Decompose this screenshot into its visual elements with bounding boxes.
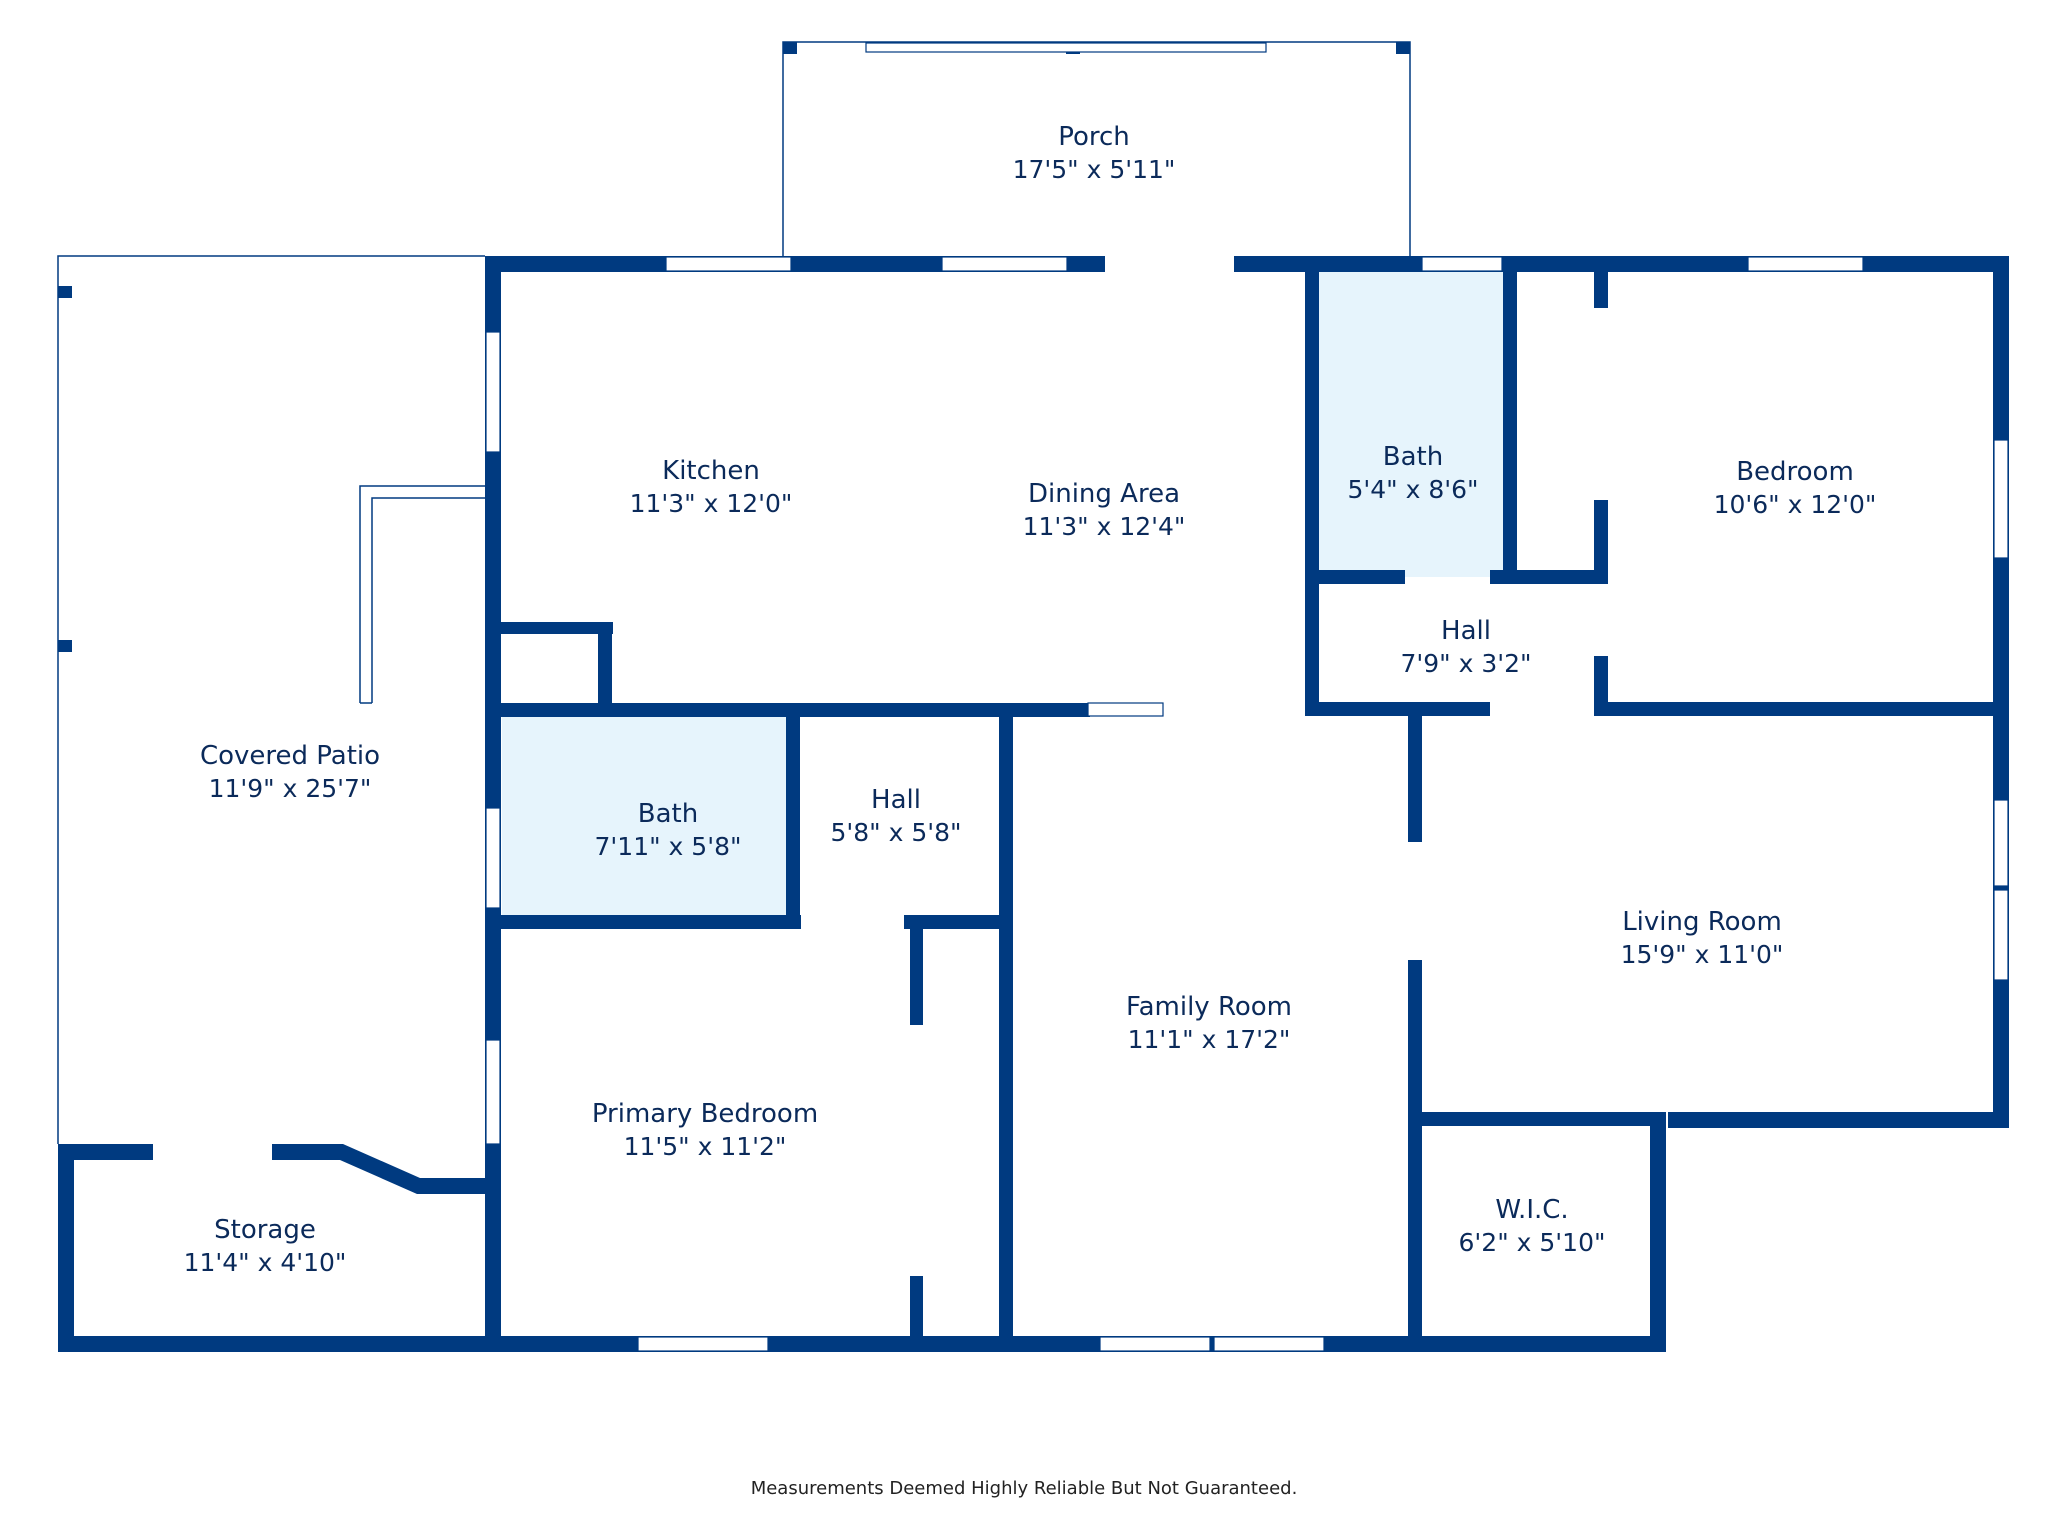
- room-name-bath-upper: Bath: [1383, 442, 1443, 472]
- patio-outline: [57, 255, 485, 1144]
- bath-fill-upper: [1318, 271, 1515, 577]
- porch-outline: [782, 41, 1411, 256]
- disclaimer-text: Measurements Deemed Highly Reliable But …: [750, 1478, 1298, 1499]
- room-dims-bedroom: 10'6" x 12'0": [1714, 490, 1877, 519]
- room-dims-kitchen: 11'3" x 12'0": [630, 489, 793, 518]
- room-dims-porch: 17'5" x 5'11": [1013, 155, 1176, 184]
- room-name-family: Family Room: [1126, 992, 1292, 1022]
- room-name-bedroom: Bedroom: [1736, 457, 1854, 487]
- room-name-primary: Primary Bedroom: [592, 1099, 818, 1129]
- room-labels: Porch 17'5" x 5'11" Kitchen 11'3" x 12'0…: [184, 122, 1877, 1277]
- room-name-living: Living Room: [1622, 907, 1782, 937]
- room-dims-living: 15'9" x 11'0": [1621, 940, 1784, 969]
- room-name-kitchen: Kitchen: [662, 456, 760, 486]
- room-dims-primary: 11'5" x 11'2": [624, 1132, 787, 1161]
- room-dims-family: 11'1" x 17'2": [1128, 1025, 1291, 1054]
- room-name-dining: Dining Area: [1028, 479, 1180, 509]
- room-name-patio: Covered Patio: [200, 741, 380, 771]
- room-dims-storage: 11'4" x 4'10": [184, 1248, 347, 1277]
- room-dims-wic: 6'2" x 5'10": [1459, 1228, 1606, 1257]
- bath-fill-lower: [502, 716, 788, 919]
- windows: [485, 42, 2009, 1352]
- room-name-wic: W.I.C.: [1495, 1195, 1568, 1225]
- room-dims-bath-lower: 7'11" x 5'8": [595, 832, 742, 861]
- room-name-porch: Porch: [1058, 122, 1130, 152]
- room-name-storage: Storage: [214, 1215, 316, 1245]
- room-name-hall-upper: Hall: [1441, 616, 1491, 646]
- room-dims-dining: 11'3" x 12'4": [1023, 512, 1186, 541]
- walls: [58, 42, 2009, 1352]
- room-dims-patio: 11'9" x 25'7": [209, 774, 372, 803]
- room-dims-bath-upper: 5'4" x 8'6": [1347, 475, 1478, 504]
- room-name-bath-lower: Bath: [638, 799, 698, 829]
- room-dims-hall-upper: 7'9" x 3'2": [1400, 649, 1531, 678]
- room-name-hall-lower: Hall: [871, 785, 921, 815]
- room-dims-hall-lower: 5'8" x 5'8": [830, 818, 961, 847]
